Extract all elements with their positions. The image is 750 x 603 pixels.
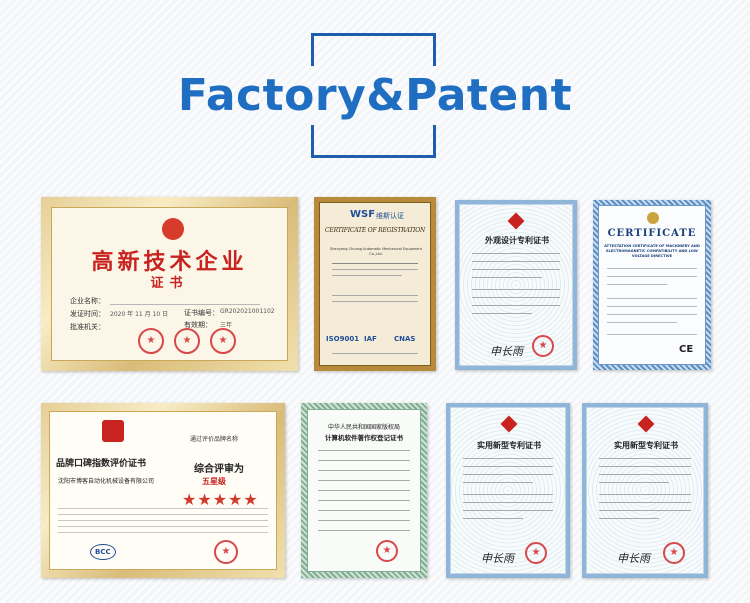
utility-patent-certificate-1: 实用新型专利证书 申长雨 [446,403,570,578]
wsf-logo: WSF [350,209,376,220]
utility-2-signature: 申长雨 [617,552,650,565]
brand-company: 沈阳市博客自动化机械设备有限公司 [58,478,155,485]
brand-seal [214,540,238,564]
wsf-std-cnas: CNAS [394,335,416,343]
hi-tech-enterprise-certificate: 高新技术企业 证书 企业名称： 证书编号： GR202021001102 发证时… [41,197,298,371]
design-patent-seal [532,335,554,357]
hi-tech-seal-2 [174,328,200,354]
hi-tech-emblem-icon [162,218,184,240]
hi-tech-title: 高新技术企业 [91,249,248,275]
software-title-line1: 中华人民共和国国家版权局 [327,424,400,431]
utility-1-title: 实用新型专利证书 [477,441,541,450]
brand-rating-value: 五星级 [202,477,226,486]
ce-mark: CE [679,344,694,355]
brand-subtitle: 通过评价品牌名称 [190,436,239,443]
software-title-line2: 计算机软件著作权登记证书 [325,434,403,442]
hi-tech-date-label: 发证时间： [70,310,105,318]
design-patent-certificate: 外观设计专利证书 申长雨 [455,200,577,370]
utility-1-seal [525,542,547,564]
page-title: Factory&Patent [177,70,573,121]
utility-1-signature: 申长雨 [481,552,514,565]
patent-logo-icon [507,212,525,230]
ce-emblem-icon [647,212,659,224]
brand-bcc-logo: BCC [90,544,116,560]
software-seal [376,540,398,562]
wsf-registration-certificate: WSF 维斯认证 CERTIFICATE OF REGISTRATION She… [314,197,436,371]
brand-rating-label: 综合评审为 [194,464,244,475]
wsf-logo-cn: 维斯认证 [376,212,404,220]
brand-reputation-certificate: 品牌口碑指数评价证书 沈阳市博客自动化机械设备有限公司 通过评价品牌名称 综合评… [41,403,285,578]
design-patent-title: 外观设计专利证书 [485,236,549,245]
utility-2-logo-icon [637,415,655,433]
brand-logo-icon [102,420,124,442]
hi-tech-validity-label: 有效期： [184,321,212,329]
utility-2-title: 实用新型专利证书 [614,441,678,450]
design-patent-signature: 申长雨 [490,345,523,358]
brand-rating-stars: ★★★★★ [182,490,259,509]
utility-2-seal [663,542,685,564]
hi-tech-date-value: 2020 年 11 月 10 日 [110,311,169,318]
wsf-std-iaf: IAF [364,335,377,343]
ce-certificate: CERTIFICATE ATTESTATION CERTIFICATE OF M… [593,200,711,370]
utility-1-logo-icon [500,415,518,433]
ce-title: CERTIFICATE [607,228,697,239]
hi-tech-authority-label: 批准机关： [70,323,105,331]
brand-title: 品牌口碑指数评价证书 [56,459,147,469]
hi-tech-cert-no-label: 证书编号： [184,309,219,317]
hi-tech-subtitle: 证书 [150,276,189,291]
hi-tech-seal-3 [210,328,236,354]
wsf-std-iso: ISO9001 [326,335,360,343]
wsf-company: Shenyang Chuang Automatic Mechanical Equ… [329,247,423,256]
hi-tech-cert-no-value: GR202021001102 [220,308,275,315]
software-copyright-certificate: 中华人民共和国国家版权局 计算机软件著作权登记证书 [301,403,427,578]
ce-subtitle: ATTESTATION CERTIFICATE OF MACHINERY AND… [604,244,700,258]
utility-patent-certificate-2: 实用新型专利证书 申长雨 [582,403,708,578]
title-bracket-frame [311,33,436,158]
hi-tech-company-label: 企业名称： [70,297,105,305]
hi-tech-seal-1 [138,328,164,354]
hi-tech-validity-value: 三年 [220,322,233,329]
wsf-title: CERTIFICATE OF REGISTRATION [325,227,425,234]
